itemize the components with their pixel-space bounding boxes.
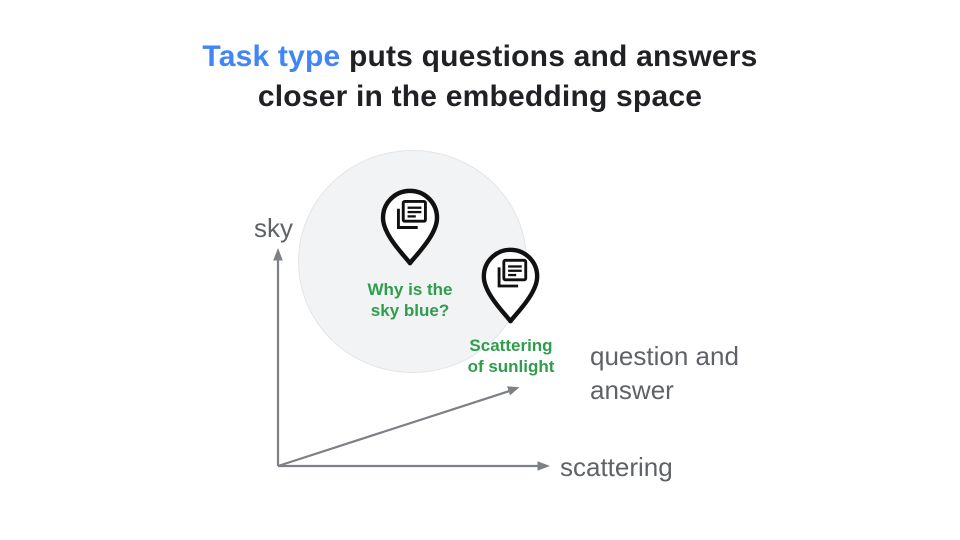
diagonal-axis-label: question and answer bbox=[590, 341, 739, 405]
answer-map-pin-article-icon bbox=[481, 247, 540, 324]
answer-pin-caption: Scattering of sunlight bbox=[467, 336, 555, 376]
x-axis-label: scattering bbox=[560, 452, 673, 482]
slide-title-line1: Task type puts questions and answers bbox=[0, 37, 960, 77]
question-map-pin-article-icon bbox=[380, 188, 440, 266]
slide-title-rest: puts questions and answers bbox=[340, 40, 758, 73]
question-pin-caption: Why is the sky blue? bbox=[367, 280, 453, 320]
diagonal-axis-line bbox=[277, 389, 510, 468]
y-axis-label: sky bbox=[254, 213, 293, 243]
slide-title-line2: closer in the embedding space bbox=[257, 80, 703, 113]
x-axis-arrowhead-icon bbox=[537, 461, 550, 471]
slide-title: Task type puts questions and answers clo… bbox=[0, 37, 960, 117]
diagonal-axis-arrowhead-icon bbox=[507, 386, 520, 396]
slide-title-highlight: Task type bbox=[202, 40, 341, 73]
y-axis-arrowhead-icon bbox=[273, 248, 283, 261]
